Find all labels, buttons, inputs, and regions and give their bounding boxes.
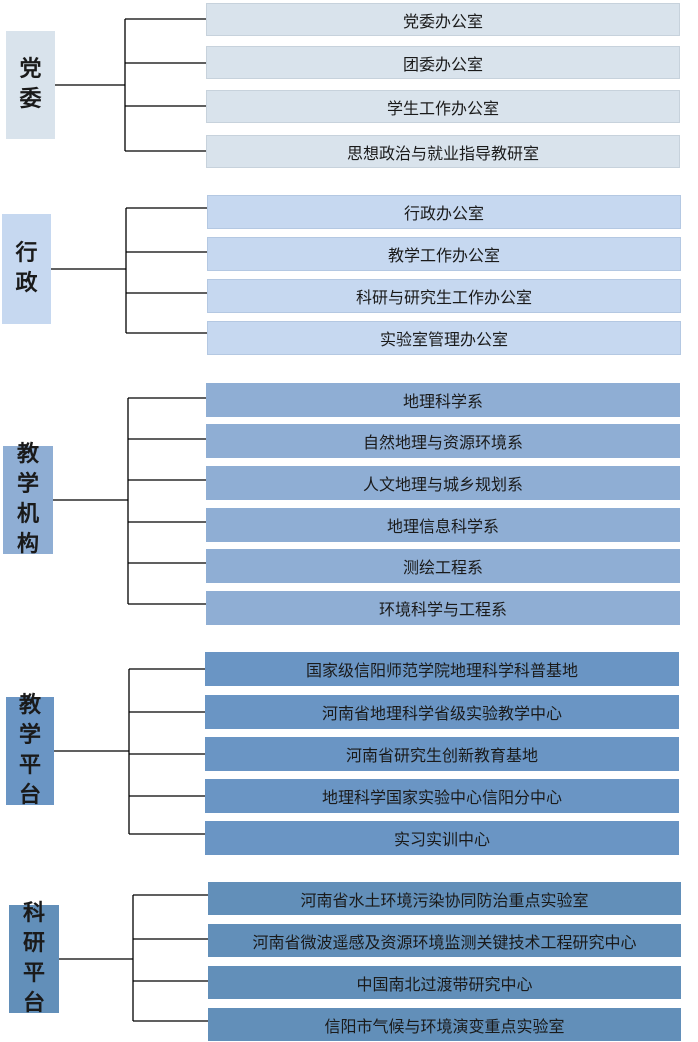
group-label: 科研平台 bbox=[9, 901, 59, 1016]
org-unit: 河南省地理科学省级实验教学中心 bbox=[205, 695, 679, 729]
org-unit: 思想政治与就业指导教研室 bbox=[206, 135, 680, 168]
org-unit: 教学工作办公室 bbox=[207, 237, 681, 271]
org-unit: 科研与研究生工作办公室 bbox=[207, 279, 681, 313]
org-unit: 信阳市气候与环境演变重点实验室 bbox=[208, 1008, 681, 1041]
org-unit: 国家级信阳师范学院地理科学科普基地 bbox=[205, 652, 679, 686]
org-unit: 地理信息科学系 bbox=[206, 508, 680, 542]
group-label: 党委 bbox=[6, 31, 55, 139]
org-unit: 团委办公室 bbox=[206, 46, 680, 79]
org-unit: 河南省研究生创新教育基地 bbox=[205, 737, 679, 771]
org-unit: 地理科学系 bbox=[206, 383, 680, 417]
org-unit: 行政办公室 bbox=[207, 195, 681, 229]
org-unit: 自然地理与资源环境系 bbox=[206, 424, 680, 458]
org-unit: 实验室管理办公室 bbox=[207, 321, 681, 355]
org-unit: 人文地理与城乡规划系 bbox=[206, 466, 680, 500]
org-unit: 河南省水土环境污染协同防治重点实验室 bbox=[208, 882, 681, 915]
group-label: 教学机构 bbox=[3, 442, 53, 557]
org-unit: 地理科学国家实验中心信阳分中心 bbox=[205, 779, 679, 813]
org-unit: 实习实训中心 bbox=[205, 821, 679, 855]
org-unit: 党委办公室 bbox=[206, 3, 680, 36]
org-unit: 测绘工程系 bbox=[206, 549, 680, 583]
org-unit: 学生工作办公室 bbox=[206, 90, 680, 123]
org-unit: 河南省微波遥感及资源环境监测关键技术工程研究中心 bbox=[208, 924, 681, 957]
group-label: 教学平台 bbox=[6, 693, 54, 808]
org-unit: 环境科学与工程系 bbox=[206, 591, 680, 625]
org-unit: 中国南北过渡带研究中心 bbox=[208, 966, 681, 999]
group-label: 行政 bbox=[2, 214, 51, 324]
